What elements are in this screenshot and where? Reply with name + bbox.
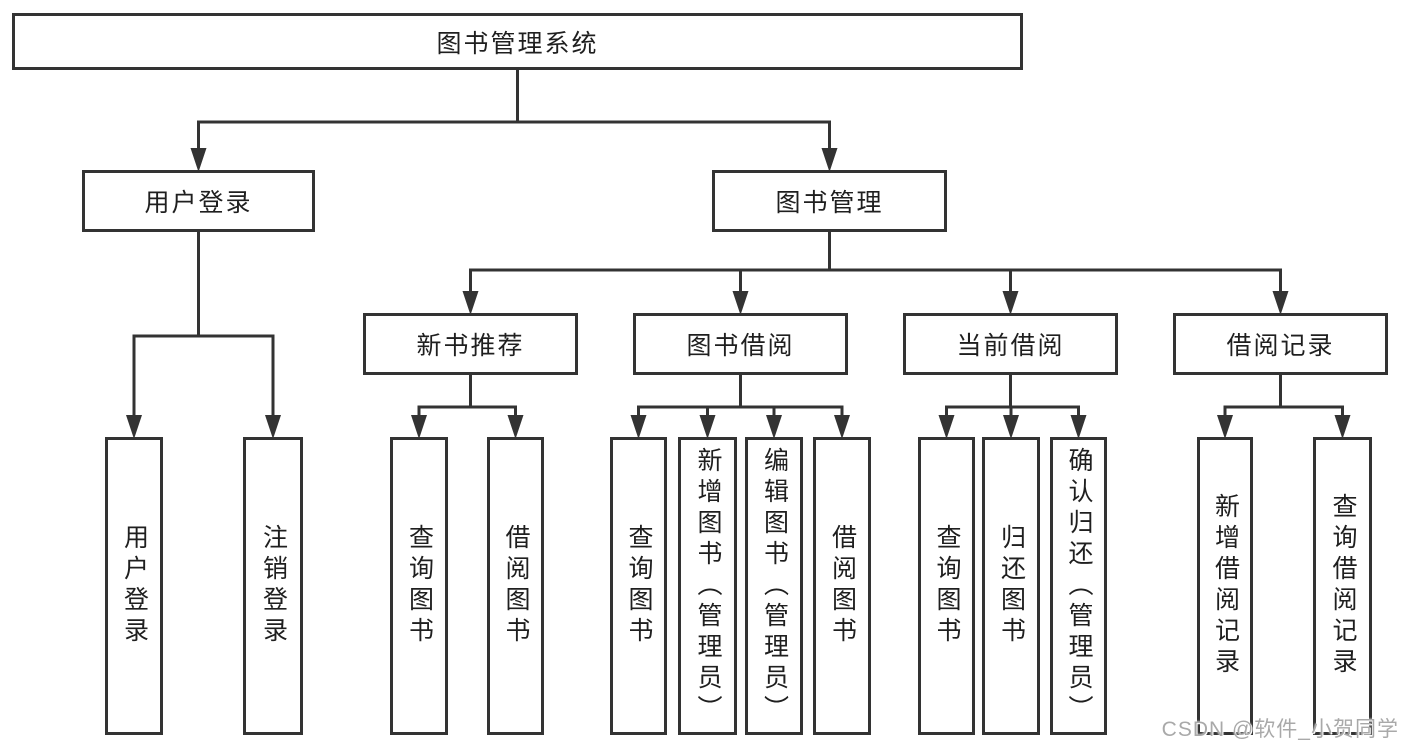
node-user-login-leaf: 用户登录: [105, 437, 163, 735]
node-add-books-admin-leaf: 新增图书（管理员）: [678, 437, 737, 735]
node-logout-leaf: 注销登录: [243, 437, 303, 735]
node-borrow-books-leaf: 借阅图书: [487, 437, 544, 735]
node-confirm-return-admin-leaf: 确认归还（管理员）: [1050, 437, 1107, 735]
node-user-login: 用户登录: [82, 170, 315, 232]
node-query-books-leaf: 查询图书: [918, 437, 975, 735]
node-new-book-recommendation: 新书推荐: [363, 313, 578, 375]
node-book-borrowing: 图书借阅: [633, 313, 848, 375]
node-query-borrow-record-leaf: 查询借阅记录: [1313, 437, 1372, 735]
node-return-books-leaf: 归还图书: [982, 437, 1040, 735]
node-borrow-books-leaf: 借阅图书: [813, 437, 871, 735]
node-query-books-leaf: 查询图书: [610, 437, 667, 735]
csdn-watermark: CSDN @软件_小贺同学: [1161, 718, 1399, 741]
node-borrowing-records: 借阅记录: [1173, 313, 1388, 375]
node-edit-books-admin-leaf: 编辑图书（管理员）: [745, 437, 803, 735]
node-book-management: 图书管理: [712, 170, 947, 232]
node-current-borrowing: 当前借阅: [903, 313, 1118, 375]
node-query-books-leaf: 查询图书: [390, 437, 448, 735]
node-add-borrow-record-leaf: 新增借阅记录: [1197, 437, 1253, 735]
node-library-management-system: 图书管理系统: [12, 13, 1023, 70]
